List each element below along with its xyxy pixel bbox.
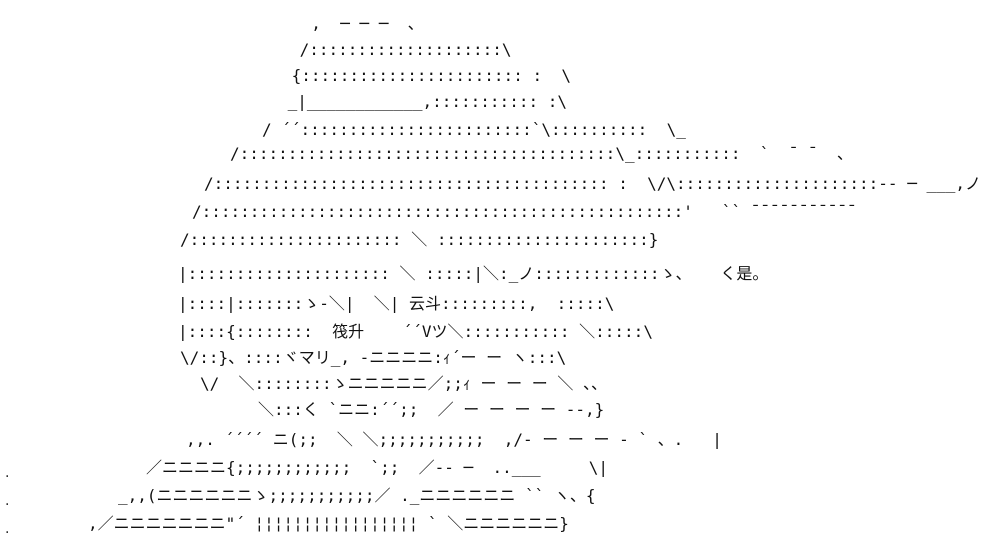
art-line: , ─ ─ ─ 、 bbox=[292, 14, 424, 33]
art-line: \/ ＼::::::::ゝニニニニニ／;;ｨ ー ー ー ＼ 、、 bbox=[200, 374, 608, 393]
art-line: {::::::::::::::::::::::: : \ bbox=[282, 66, 571, 85]
art-line: ,／ニニニニニニニ"´ ¦¦¦¦¦¦¦¦¦¦¦¦¦¦¦¦¦ ` ＼ニニニニニニ} bbox=[88, 514, 569, 533]
art-line: /:::::::::::::::::::::: ＼ ::::::::::::::… bbox=[180, 230, 659, 249]
art-line: /:::::::::::::::::::::::::::::::::::::::… bbox=[192, 202, 857, 221]
art-line: / ´´::::::::::::::::::::::::`\::::::::::… bbox=[262, 120, 686, 139]
art-line: ／ニニニニ{;;;;;;;;;;;; `;; ／‐‐ ─ ..___ \| bbox=[146, 458, 609, 477]
art-line: _,,(ニニニニニニゝ;;;;;;;;;;;／ ._ニニニニニニ `` ヽ、{ bbox=[118, 486, 596, 505]
art-line: /:::::::::::::::::::::::::::::::::::::::… bbox=[230, 144, 853, 163]
art-line: /::::::::::::::::::::\ bbox=[290, 40, 512, 59]
art-line: ＼:::く `ニニ:´´;; ／ ー ー ー ー ‐‐,} bbox=[258, 400, 605, 419]
edge-dot: . bbox=[5, 465, 10, 481]
art-line: |::::{:::::::: 筏升 ´´Vツ＼::::::::::: ＼::::… bbox=[178, 322, 653, 341]
art-line: |::::::::::::::::::::: ＼ :::::|＼:_ノ:::::… bbox=[178, 264, 769, 283]
edge-dot: . bbox=[5, 521, 10, 537]
edge-dot: . bbox=[5, 493, 10, 509]
art-line: _|____________,::::::::::: :\ bbox=[278, 92, 567, 111]
art-line: ,,. ´´´´ ニ(;; ＼ ＼;;;;;;;;;;; ,/‐ ー ー ー ‐… bbox=[186, 430, 722, 449]
art-line: /:::::::::::::::::::::::::::::::::::::::… bbox=[204, 174, 981, 193]
art-line: |::::|:::::::ゝ-＼| ＼| 云斗:::::::::, :::::\ bbox=[178, 294, 615, 313]
art-line: \/::}、::::ヾマリ_, ‐ニニニニ:ｨ´ー ー ヽ:::\ bbox=[180, 348, 567, 367]
